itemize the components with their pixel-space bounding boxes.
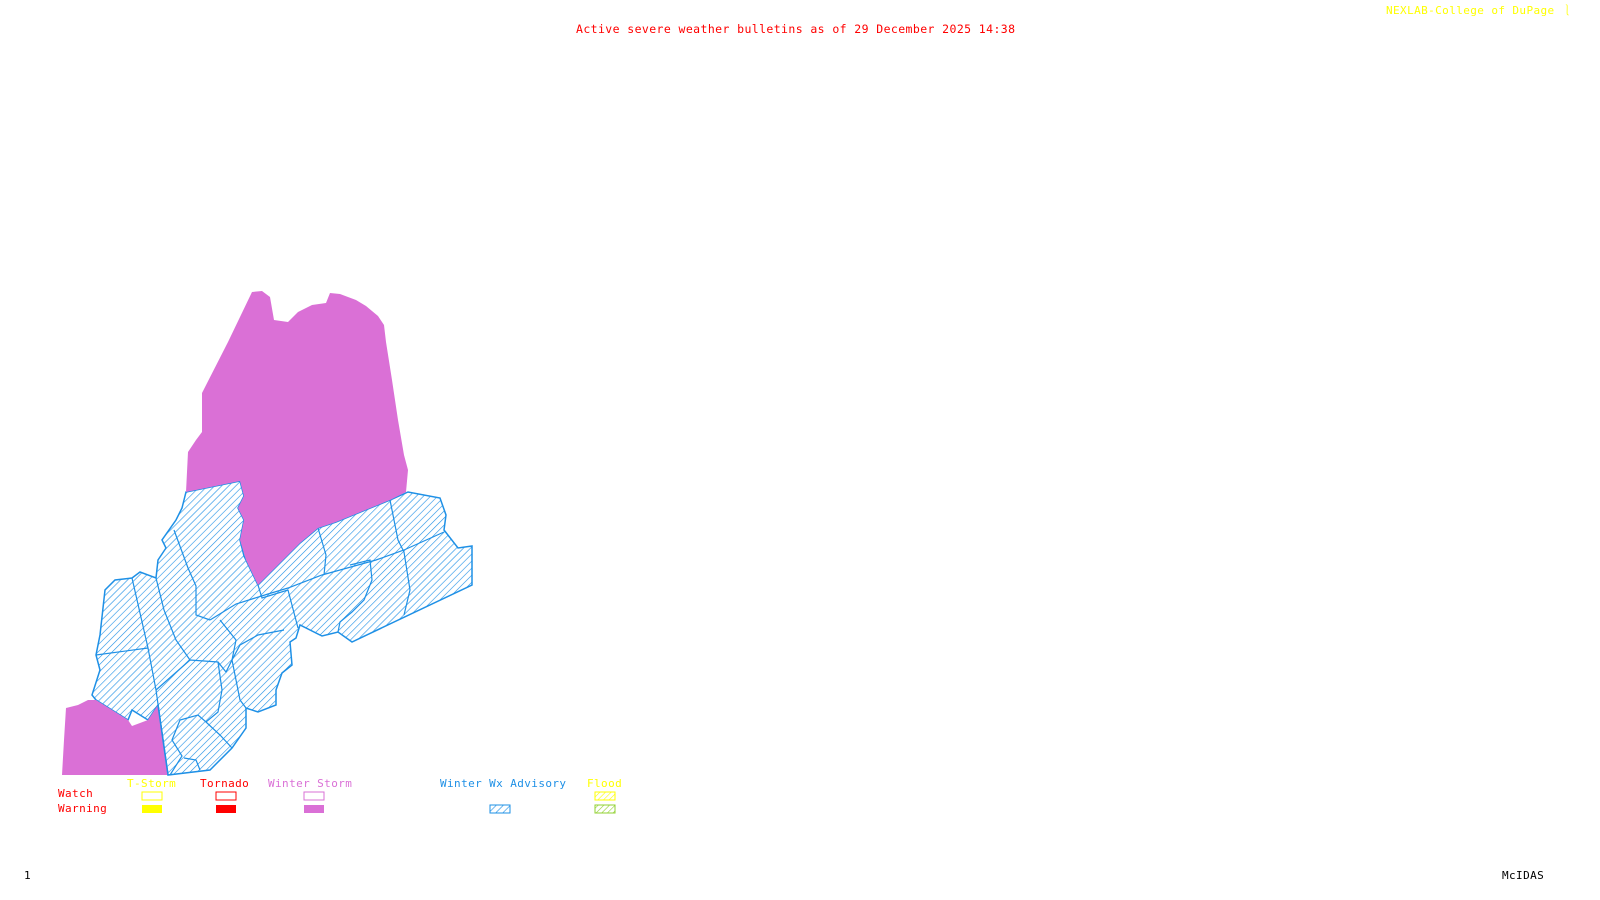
legend-tornado-label: Tornado [200,777,250,790]
legend-flood-watch-swatch [594,791,616,801]
legend-tstorm-watch-swatch [141,791,163,801]
legend-tstorm-label: T-Storm [127,777,177,790]
frame-number: 1 [24,869,32,882]
winter-storm-warning-southwest[interactable] [62,700,168,775]
legend-winter-storm-warning-swatch [304,805,324,813]
legend-winter-wx-advisory-swatch [489,804,511,814]
nexlab-logo-icon: ⎱ [1561,4,1573,17]
legend-tornado-watch-swatch [215,791,237,801]
legend-warning-row-label: Warning [58,802,108,815]
software-label: McIDAS [1502,869,1545,882]
legend-flood-label: Flood [587,777,623,790]
legend-tstorm-warning-swatch [142,805,162,813]
credit-text: NEXLAB-College of DuPage [1386,4,1555,17]
state-boundary-line [157,704,169,776]
map-title: Active severe weather bulletins as of 29… [576,22,1016,36]
legend-swatches [141,791,616,814]
legend-winter-storm-label: Winter Storm [268,777,353,790]
legend-winter-wx-advisory-label: Winter Wx Advisory [440,777,567,790]
legend-flood-warning-swatch [594,804,616,814]
legend-watch-row-label: Watch [58,787,94,800]
legend-winter-storm-watch-swatch [303,791,325,801]
winter-storm-warning-north[interactable] [186,291,408,585]
legend-tornado-warning-swatch [216,805,236,813]
credit-label: NEXLAB-College of DuPage ⎱ [1386,5,1573,17]
